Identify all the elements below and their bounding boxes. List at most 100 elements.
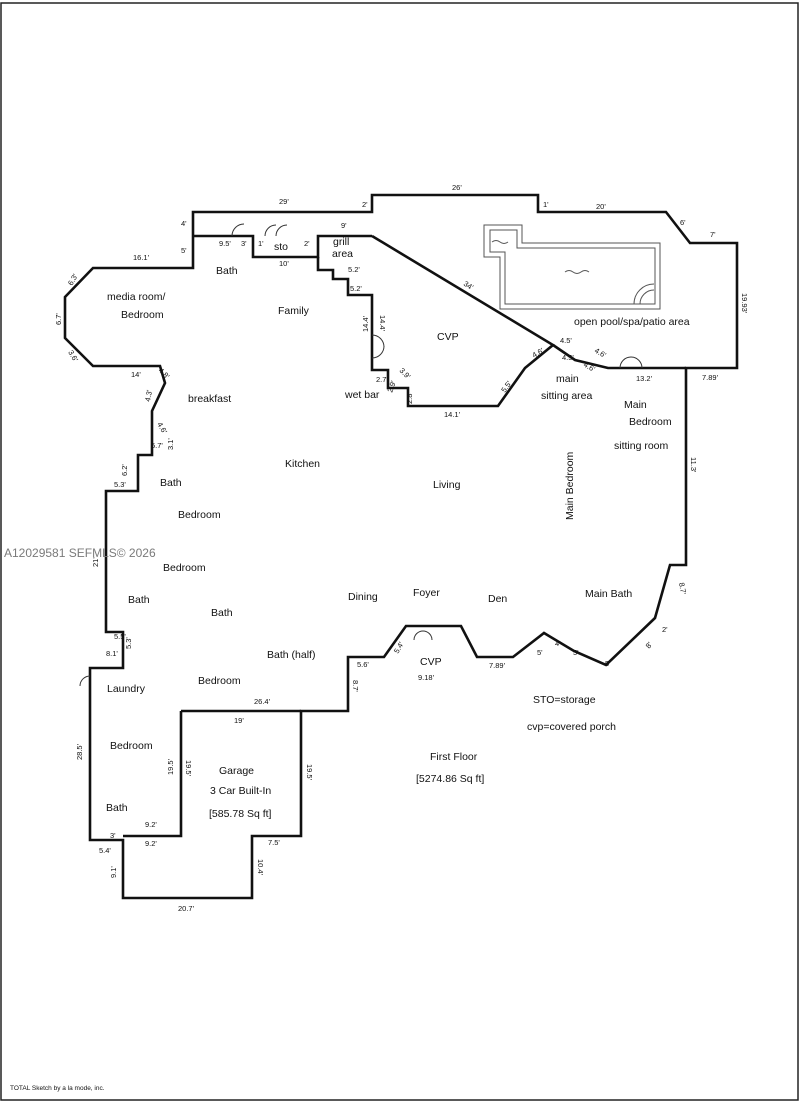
- dim-label: 7.89': [489, 661, 506, 670]
- dim-label: 4': [181, 219, 187, 228]
- sitting-wall: [552, 343, 686, 370]
- room-bedroom-2: Bedroom: [163, 562, 206, 574]
- dim-label: 14.4': [361, 315, 370, 332]
- dim-label: 6': [680, 218, 686, 227]
- dim-label: 9.18': [418, 673, 435, 682]
- dim-label: 1': [258, 239, 264, 248]
- dim-label: 11.3': [689, 457, 698, 473]
- dim-label: 26': [452, 183, 462, 192]
- dim-label: 6.7': [54, 313, 63, 325]
- dim-label: 5.5': [499, 379, 513, 394]
- room-main-sitting-2: sitting area: [541, 390, 593, 402]
- room-sto: sto: [274, 241, 288, 253]
- dim-label: 7.89': [702, 373, 719, 382]
- room-garage-3: [585.78 Sq ft]: [209, 808, 272, 820]
- room-kitchen: Kitchen: [285, 458, 320, 470]
- room-grill-area-2: area: [332, 248, 353, 260]
- dim-label: 5.3': [114, 480, 126, 489]
- dim-label: 8': [644, 640, 655, 651]
- dim-label: 14.1': [444, 410, 461, 419]
- room-main-bedroom-1: Main: [624, 399, 647, 411]
- dim-label: 2.8': [405, 392, 414, 404]
- room-pool-area: open pool/spa/patio area: [574, 316, 690, 328]
- dim-label: 9': [341, 221, 347, 230]
- room-cvp-top: CVP: [437, 331, 459, 343]
- dim-label: 5.2': [348, 265, 360, 274]
- footer-credit: TOTAL Sketch by a la mode, inc.: [10, 1085, 105, 1092]
- dim-label: 9.5': [219, 239, 231, 248]
- dim-label: 19.5': [184, 760, 193, 777]
- note-floor-area: [5274.86 Sq ft]: [416, 773, 484, 785]
- room-breakfast: breakfast: [188, 393, 231, 405]
- dim-label: 14.4': [378, 315, 387, 332]
- room-main-bedroom-vertical: Main Bedroom: [564, 451, 576, 520]
- dim-label: 4.6': [593, 346, 608, 360]
- dim-label: 4.3': [143, 389, 154, 403]
- room-main-bath: Main Bath: [585, 588, 632, 600]
- room-media-room-label: media room/: [107, 291, 165, 303]
- dim-label: 3.1': [166, 438, 175, 450]
- dim-label: 1': [543, 200, 549, 209]
- dim-label: 20': [596, 202, 606, 211]
- dim-label: 29': [279, 197, 289, 206]
- dim-label: 3.9': [398, 366, 413, 381]
- note-cvp-legend: cvp=covered porch: [527, 721, 616, 733]
- room-garage-2: 3 Car Built-In: [210, 785, 271, 797]
- dim-label: 9.2': [145, 820, 157, 829]
- dim-label: 9.1': [109, 866, 118, 878]
- exterior-wall: [63, 193, 739, 900]
- dimension-labels: 29' 26' 2' 1' 20' 4' 6' 7' 5' 16.1' 9.5'…: [54, 183, 749, 913]
- dim-label: 5.3': [124, 637, 133, 649]
- dim-label: 13.2': [636, 374, 653, 383]
- dim-label: 4': [555, 639, 561, 648]
- watermark: A12029581 SEFMLS© 2026: [4, 546, 156, 560]
- dim-label: 21': [91, 557, 100, 567]
- dim-label: 2.7': [376, 375, 388, 384]
- dim-label: 2': [362, 200, 368, 209]
- dim-label: 5.2': [350, 284, 362, 293]
- room-sitting-room: sitting room: [614, 440, 669, 452]
- dim-label: 26.4': [254, 697, 271, 706]
- dim-label: 2': [662, 625, 668, 634]
- notes: STO=storage cvp=covered porch First Floo…: [416, 694, 616, 785]
- dim-label: 7.5': [268, 838, 280, 847]
- dim-label: 16.1': [133, 253, 150, 262]
- dim-label: 5': [537, 648, 543, 657]
- room-foyer: Foyer: [413, 587, 440, 599]
- dim-label: 3': [110, 831, 116, 840]
- dim-label: 4.6': [155, 421, 169, 436]
- dim-label: 10': [279, 259, 289, 268]
- dim-label: 28.5': [75, 743, 84, 760]
- room-cvp-front: CVP: [420, 656, 442, 668]
- garage-wall: [123, 711, 183, 838]
- room-main-bedroom-2: Bedroom: [629, 416, 672, 428]
- dim-label: 4.6': [582, 360, 597, 374]
- dim-label: 4.6': [531, 346, 546, 360]
- room-bath-left: Bath: [160, 477, 182, 489]
- room-bath-4: Bath: [106, 802, 128, 814]
- room-den: Den: [488, 593, 507, 605]
- dim-label: 19.5': [166, 758, 175, 775]
- sto-wall: [193, 234, 372, 259]
- dim-label: 5.6': [357, 660, 369, 669]
- room-labels: Bath media room/ Bedroom Family sto gril…: [106, 236, 690, 820]
- dim-label: 8.7': [677, 582, 688, 596]
- room-main-sitting-1: main: [556, 373, 579, 385]
- dim-label: 9.2': [145, 839, 157, 848]
- room-bath-3: Bath: [211, 607, 233, 619]
- dim-label: 7': [710, 230, 716, 239]
- dim-label: 2.9': [385, 379, 398, 394]
- dim-label: 19.93': [740, 293, 749, 314]
- dim-label: 4.8': [157, 366, 172, 381]
- room-bath-2: Bath: [128, 594, 150, 606]
- dim-label: 10.4': [256, 859, 265, 876]
- dim-label: 4.5': [560, 336, 572, 345]
- room-garage-1: Garage: [219, 765, 254, 777]
- grill-wall: [316, 257, 374, 345]
- room-bath-top: Bath: [216, 265, 238, 277]
- room-bedroom-3: Bedroom: [198, 675, 241, 687]
- room-family: Family: [278, 305, 310, 317]
- room-living: Living: [433, 479, 461, 491]
- dim-label: 5.5': [114, 632, 126, 641]
